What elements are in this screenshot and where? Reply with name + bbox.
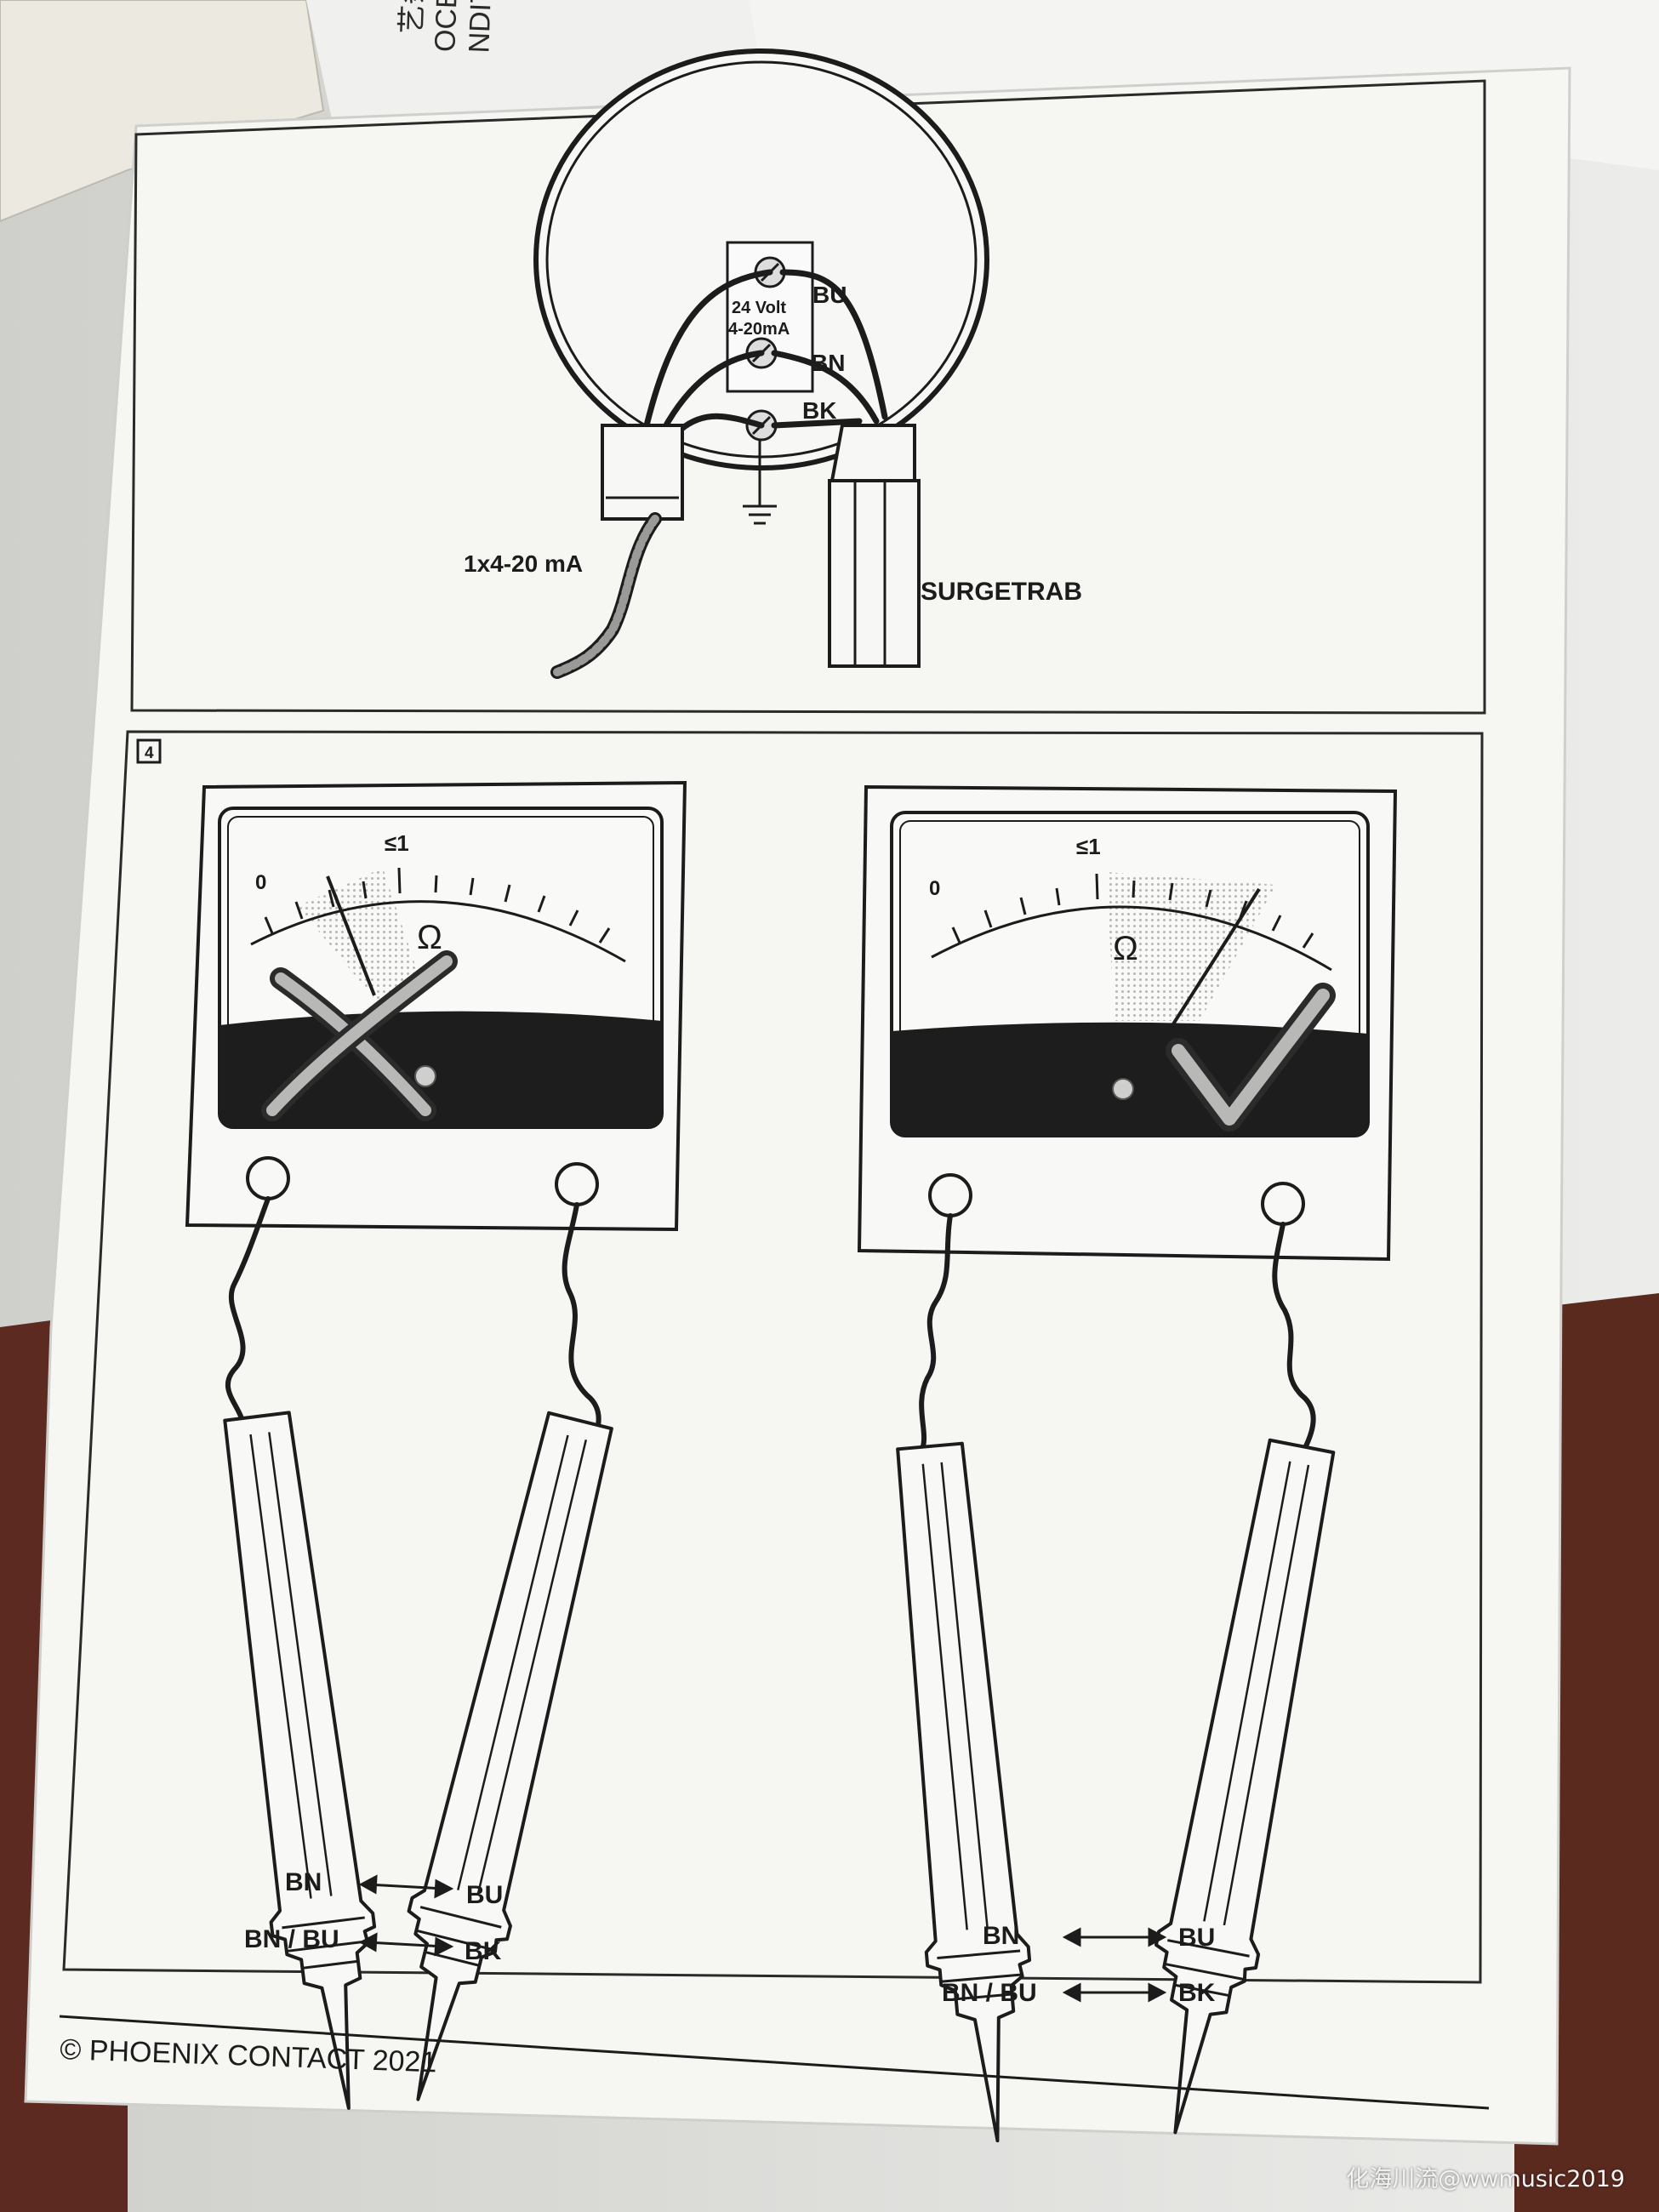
background-text-line: NDITION	[463, 0, 499, 54]
meter-correct	[857, 784, 1398, 1262]
measure-left-2: BN / BU	[244, 1925, 339, 1953]
measurement-labels-right: BN BU BN / BU BK	[942, 1922, 1216, 2007]
wire-label-bk: BK	[802, 397, 836, 424]
terminal-label-voltage: 24 Volt	[732, 299, 786, 317]
figure-number-box	[136, 738, 162, 764]
measure-left-1: BN	[285, 1868, 322, 1896]
background-page-text: 艺条件 OCESS NDITION	[395, 0, 499, 54]
measurement-labels-left: BN BU BN / BU BK	[244, 1868, 503, 1965]
meter-scale-zero: 0	[255, 871, 266, 894]
measure-right-1: BU	[466, 1881, 503, 1909]
meter-scale-mark: ≤1	[385, 830, 409, 856]
measure-right-2: BK	[465, 1937, 502, 1965]
wiring	[643, 269, 888, 433]
measure-left-1: BN	[983, 1922, 1019, 1950]
measure-right-1: BU	[1178, 1924, 1215, 1952]
meter-incorrect	[185, 780, 687, 1232]
meter-scale-mark: ≤1	[1076, 834, 1101, 859]
housing-inner-ring	[545, 60, 978, 459]
test-leads-right	[919, 1213, 1316, 1457]
test-panel-frame	[62, 730, 1484, 1984]
cable-label: 1x4-20 mA	[464, 550, 583, 577]
background-text-line: 艺条件	[395, 0, 432, 34]
watermark: 化海川流@wwmusic2019	[1346, 2166, 1625, 2192]
footer-rule	[59, 2015, 1490, 2110]
wire-label-bu: BU	[812, 282, 847, 308]
meter-unit: Ω	[1113, 930, 1138, 967]
measure-right-2: BK	[1178, 1979, 1216, 2007]
meter-scale-zero: 0	[929, 877, 940, 900]
cable-gland	[601, 424, 684, 521]
ground-icon	[743, 441, 777, 525]
wire-label-bn: BN	[811, 350, 845, 376]
background-text-line: OCESS	[429, 0, 465, 53]
wiring-panel-frame	[130, 79, 1486, 715]
measure-left-2: BN / BU	[942, 1979, 1037, 2007]
figure-number: 4	[145, 744, 154, 762]
meter-unit: Ω	[417, 919, 442, 956]
manual-page	[24, 66, 1571, 2146]
surge-module-neck	[830, 424, 916, 482]
signal-cable-shading	[553, 515, 659, 676]
surge-protector	[828, 479, 921, 668]
test-leads-left	[225, 1196, 601, 1457]
surge-label: SURGETRAB	[921, 578, 1082, 606]
terminal-label-current: 4-20mA	[728, 320, 790, 339]
